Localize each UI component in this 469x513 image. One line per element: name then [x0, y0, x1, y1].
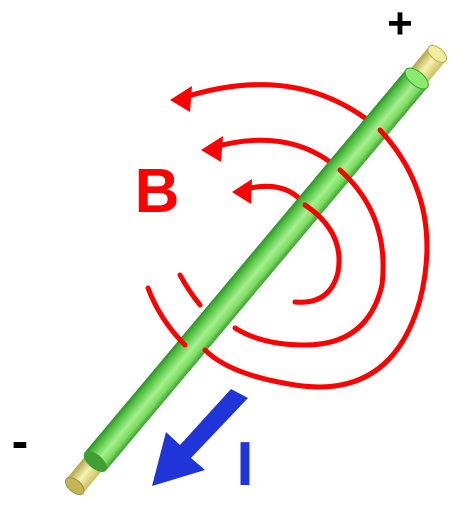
magnetic-field-label: B	[135, 157, 180, 226]
blue-arrow-icon	[152, 389, 248, 486]
negative-terminal-label: -	[12, 413, 29, 469]
field-line-outer-front	[202, 127, 430, 390]
current-label: I	[236, 430, 253, 499]
current-arrow	[152, 389, 248, 486]
wire	[64, 45, 448, 495]
insulation-bottom-edge	[83, 451, 107, 472]
red-arrowhead-icon	[201, 136, 223, 162]
insulation	[84, 69, 428, 471]
field-line-middle-front	[232, 167, 386, 348]
field-line-middle-lower-left	[177, 272, 203, 308]
red-arrowhead-icon	[170, 86, 192, 112]
insulation-top-face	[404, 67, 429, 90]
field-line-inner-front	[292, 202, 342, 305]
field-arrowheads	[170, 86, 252, 204]
field-line-middle-back	[207, 137, 343, 173]
red-arrowhead-icon	[232, 179, 252, 204]
conductor-positive-cap	[427, 45, 448, 63]
positive-terminal-label: +	[387, 0, 413, 48]
field-line-outer-lower-left	[145, 285, 188, 348]
field-lines-front	[145, 127, 430, 390]
field-line-outer-back	[179, 82, 383, 133]
conductor-negative-cap	[64, 477, 85, 495]
